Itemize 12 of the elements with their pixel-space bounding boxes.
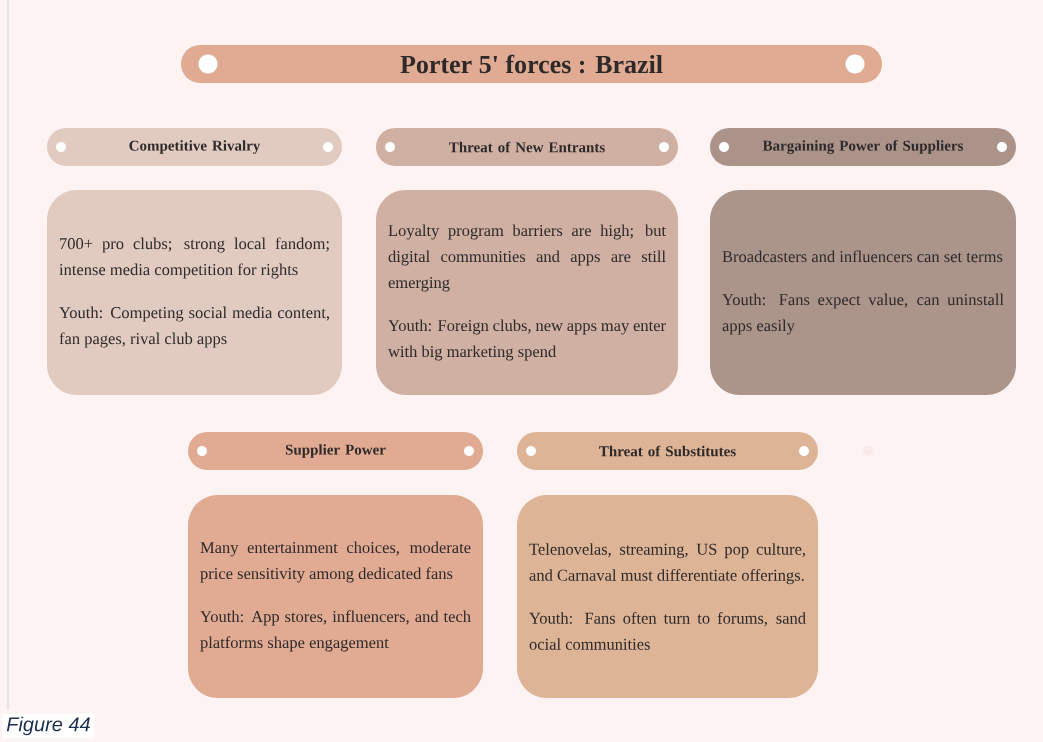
heading-pill: Bargaining Power of Suppliers [710, 128, 1016, 166]
text-card: Loyalty program barriers are high; but digital communities and apps are still emerging Youth: Foreign clubs, new apps may enter with big marketing spend [376, 190, 678, 395]
text-card: 700+ pro clubs; strong local fandom; intense media competition for rights Youth: Competing social media content, fan pages, rival club apps [47, 190, 342, 395]
heading-pill: Competitive Rivalry [47, 128, 342, 166]
text-card: Many entertainment choices, moderate price sensitivity among dedicated fans Youth: App stores, influencers, and tech platforms shape engagement [188, 495, 483, 698]
heading-pill: Supplier Power [188, 432, 483, 470]
heading-pill: Threat of New Entrants [376, 128, 678, 166]
text-card: Broadcasters and influencers can set terms Youth: Fans expect value, can uninstall apps easily [710, 190, 1016, 395]
text-card: Telenovelas, streaming, US pop culture, and Carnaval must differentiate offerings. Youth: Fans often turn to forums, sand ocial communities [517, 495, 818, 698]
figure-caption: Figure 44 [2, 713, 95, 739]
title-banner: Porter 5' forces : Brazil [181, 45, 882, 83]
heading-pill: Threat of Substitutes [517, 432, 818, 470]
